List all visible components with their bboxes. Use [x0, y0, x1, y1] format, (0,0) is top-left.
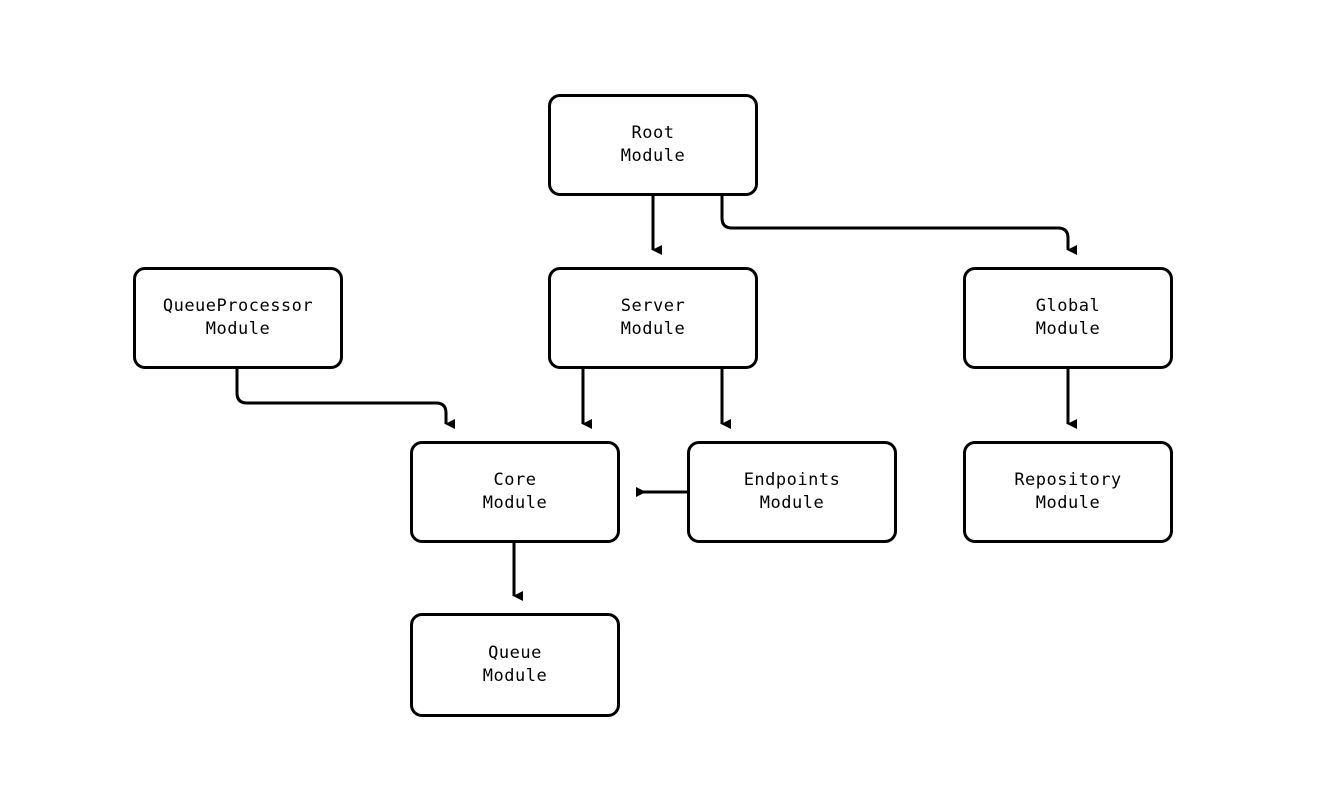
node-server-subtitle: Module: [620, 319, 686, 339]
node-queueprocessor-subtitle: Module: [205, 319, 271, 339]
node-queueprocessor-title: QueueProcessor: [162, 296, 314, 316]
node-queue-title: Queue: [488, 643, 542, 663]
node-repository-title: Repository: [1014, 470, 1122, 490]
node-endpoints-title: Endpoints: [743, 470, 841, 490]
node-core-subtitle: Module: [482, 493, 548, 513]
node-global-title: Global: [1035, 296, 1101, 316]
edge-queueprocessor-to-core: [235, 369, 455, 429]
edge-root-to-global: [720, 196, 1077, 255]
node-endpoints-subtitle: Module: [759, 493, 825, 513]
node-root-title: Root: [631, 123, 675, 143]
node-core-title: Core: [493, 470, 537, 490]
node-global-subtitle: Module: [1035, 319, 1101, 339]
node-repository-subtitle: Module: [1035, 493, 1101, 513]
node-server-title: Server: [620, 296, 686, 316]
node-root-subtitle: Module: [620, 146, 686, 166]
node-queue-subtitle: Module: [482, 666, 548, 686]
